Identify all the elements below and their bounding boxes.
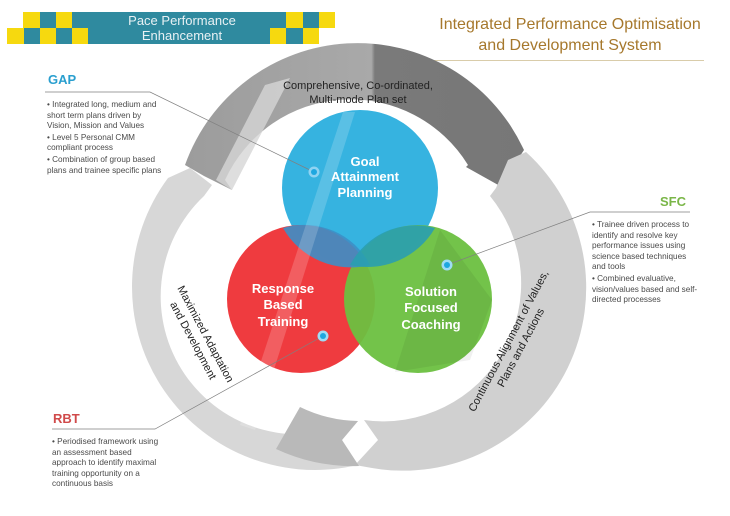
panel-rbt-body: • Periodised framework using an assessme…: [52, 437, 164, 491]
panel-gap-bullet: • Level 5 Personal CMM compliant process: [47, 132, 135, 153]
circle-rbt-line2: Based: [263, 297, 302, 312]
leader-rbt: [52, 335, 324, 430]
panel-sfc-body: • Trainee driven process to identify and…: [592, 220, 702, 307]
page-title-line1: Integrated Performance Optimisation: [439, 16, 701, 33]
page-title-line2: and Development System: [478, 37, 662, 54]
panel-gap-bullet: • Combination of group based plans and t…: [47, 154, 162, 175]
gloss-streak: [240, 112, 355, 430]
shade-streak: [395, 230, 492, 372]
cycle-arrow-top-highlight: [216, 78, 290, 190]
arrow-top-label-line2: Multi-mode Plan set: [309, 94, 406, 106]
circle-sfc-line3: Coaching: [401, 317, 460, 332]
title-divider: [434, 60, 704, 61]
marker-gap[interactable]: [308, 166, 320, 178]
circle-gap-line1: Goal: [351, 154, 380, 169]
cycle-arrow-top: [185, 43, 524, 190]
panel-sfc-bullet: • Trainee driven process to identify and…: [592, 220, 690, 272]
circle-rbt-line3: Training: [258, 314, 309, 329]
panel-gap-body: • Integrated long, medium and short term…: [47, 100, 165, 177]
banner-title-line2: Enhancement: [141, 28, 223, 43]
circle-gap-line2: Attainment: [331, 169, 400, 184]
panel-sfc-heading: SFC: [660, 194, 686, 209]
cycle-arrow-left-shade: [276, 407, 359, 467]
leader-sfc: [446, 211, 690, 266]
page-title: Integrated Performance Optimisation and …: [420, 14, 720, 56]
arrow-top-label-line1: Comprehensive, Co-ordinated,: [283, 80, 433, 92]
marker-rbt[interactable]: [317, 330, 329, 342]
banner-title-line1: Pace Performance: [128, 13, 236, 28]
circle-sfc-line1: Solution: [405, 284, 457, 299]
banner-title: Pace Performance Enhancement: [88, 12, 276, 44]
leader-gap: [45, 91, 315, 173]
checker-band: [7, 12, 335, 44]
circle-rbt-line1: Response: [252, 281, 314, 296]
cycle-arrow-left: [132, 168, 358, 470]
panel-rbt-bullet: • Periodised framework using an assessme…: [52, 437, 159, 489]
cycle-arrow-right: [355, 152, 587, 471]
circle-sfc-line2: Focused: [404, 300, 458, 315]
panel-sfc-bullet: • Combined evaluative, vision/values bas…: [592, 273, 698, 305]
overlap-gap-sfc: [350, 225, 435, 267]
panel-gap-heading: GAP: [48, 72, 77, 87]
circle-gap-line3: Planning: [338, 185, 393, 200]
overlap-gap-rbt: [283, 224, 370, 268]
panel-gap-bullet: • Integrated long, medium and short term…: [47, 100, 157, 131]
panel-rbt-heading: RBT: [53, 411, 80, 426]
marker-sfc[interactable]: [441, 259, 453, 271]
